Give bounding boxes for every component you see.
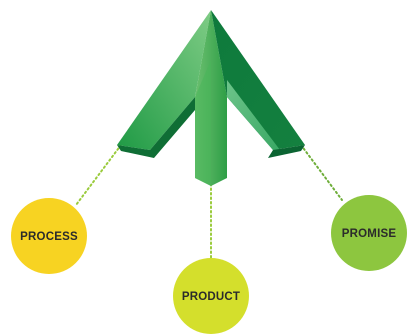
arrow-right-wing-edge bbox=[268, 145, 305, 158]
process-circle bbox=[11, 198, 87, 274]
arrow-left-wing-shadow bbox=[117, 97, 195, 158]
arrow-stem-shade bbox=[195, 60, 211, 186]
connector-promise bbox=[300, 144, 343, 201]
arrow-right-wing bbox=[211, 10, 305, 150]
node-promise: PROMISE bbox=[331, 195, 407, 271]
arrow-left-wing bbox=[117, 10, 211, 150]
connector-lines bbox=[75, 144, 343, 259]
promise-label: PROMISE bbox=[342, 228, 397, 240]
node-product: PRODUCT bbox=[173, 258, 249, 334]
product-circle bbox=[173, 258, 249, 334]
arrow-right-wing-bevel bbox=[227, 80, 280, 150]
product-label: PRODUCT bbox=[182, 291, 240, 303]
promise-circle bbox=[331, 195, 407, 271]
process-label: PROCESS bbox=[20, 231, 78, 243]
node-process: PROCESS bbox=[11, 198, 87, 274]
connector-process bbox=[75, 144, 122, 206]
upward-arrow-icon bbox=[117, 10, 305, 186]
